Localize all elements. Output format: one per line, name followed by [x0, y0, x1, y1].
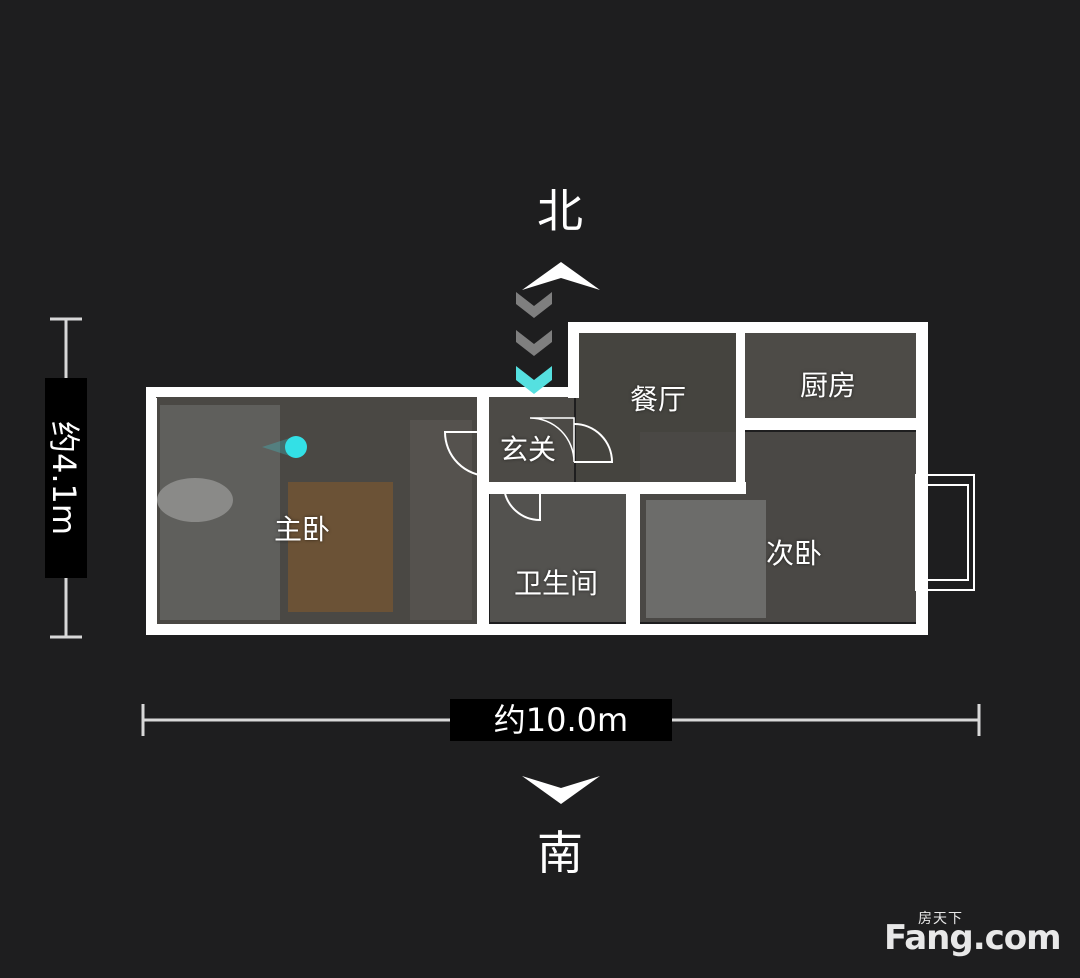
- logo-main-text: Fang.com: [884, 918, 1062, 958]
- room-label-dining: 餐厅: [630, 383, 687, 416]
- wall: [916, 322, 928, 635]
- windows: [150, 352, 975, 624]
- north-arrow-icon: [522, 262, 600, 290]
- height-dimension-line: [50, 317, 82, 639]
- chevron-down-icon: [516, 330, 552, 356]
- room-label-kitchen: 厨房: [800, 369, 857, 402]
- room-entrance-fill: [486, 396, 574, 486]
- width-dimension-label: 约10.0m: [450, 699, 672, 741]
- master-bedroom-round-table: [157, 478, 233, 522]
- south-arrow-icon: [522, 776, 600, 804]
- room-label-entrance: 玄关: [500, 433, 557, 466]
- wall: [626, 482, 640, 634]
- wall: [568, 322, 579, 398]
- wall: [736, 430, 745, 488]
- room-bathroom-fill: [490, 494, 626, 622]
- height-dimension-box: [45, 378, 87, 578]
- room-label-master-bedroom: 主卧: [274, 513, 331, 546]
- room-kitchen-fill: [744, 332, 916, 418]
- entrance-chevrons: [516, 292, 552, 394]
- chevron-down-icon: [516, 292, 552, 318]
- wall: [486, 482, 746, 494]
- master-bedroom-bed: [288, 482, 393, 612]
- south-label: 南: [537, 826, 583, 880]
- wall: [480, 387, 572, 397]
- chevron-down-icon: [516, 366, 552, 394]
- wall: [477, 387, 489, 634]
- room-label-second-bedroom: 次卧: [766, 537, 823, 570]
- camera-position-marker: [285, 436, 307, 458]
- wall: [736, 322, 745, 432]
- master-bedroom-wardrobe: [410, 420, 472, 620]
- wall: [568, 322, 928, 333]
- wall: [146, 624, 928, 635]
- logo-small-text: 房天下: [918, 911, 963, 927]
- second-bedroom-bed: [646, 500, 766, 618]
- doors: [443, 417, 614, 522]
- wall: [146, 387, 480, 397]
- room-label-bathroom: 卫生间: [514, 567, 599, 600]
- north-label: 北: [537, 184, 583, 238]
- wall: [736, 418, 928, 430]
- height-dimension-label: 约4.1m: [45, 420, 83, 536]
- width-dimension-line: [141, 704, 981, 736]
